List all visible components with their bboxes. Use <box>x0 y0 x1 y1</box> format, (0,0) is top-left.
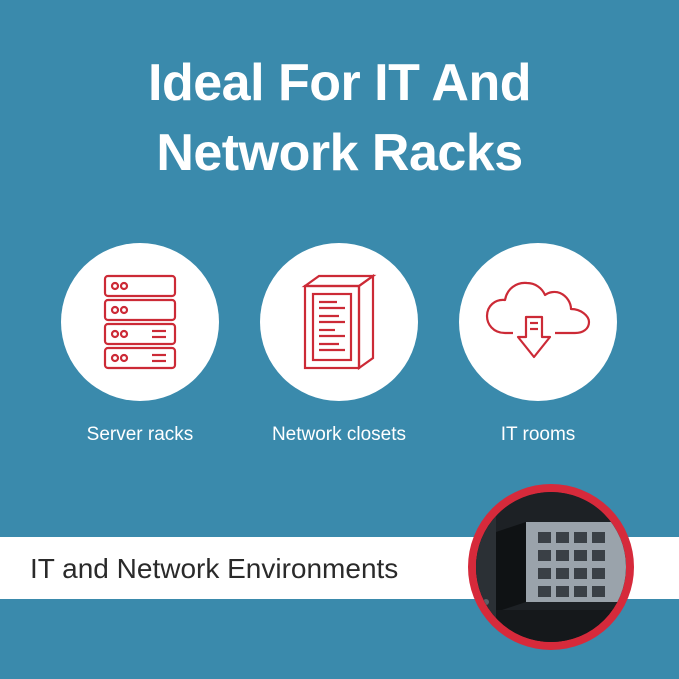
server-stack-icon <box>103 274 177 370</box>
headline-line-2: Network Racks <box>156 124 523 182</box>
feature-circle-it-rooms <box>459 243 617 401</box>
feature-label-it-rooms: IT rooms <box>500 424 576 445</box>
feature-label-server-racks: Server racks <box>86 424 194 445</box>
feature-label-network-closets: Network closets <box>271 424 407 445</box>
network-cabinet-icon <box>301 273 377 371</box>
patch-panel-illustration <box>476 492 626 642</box>
feature-circle-server-racks <box>61 243 219 401</box>
banner-text: IT and Network Environments <box>30 553 399 584</box>
headline-line-1: Ideal For IT And <box>148 54 531 112</box>
cloud-download-icon <box>485 281 591 359</box>
feature-circle-network-closets <box>260 243 418 401</box>
headline: Ideal For IT And Network Racks <box>0 48 679 188</box>
rack-product-photo <box>468 484 634 650</box>
